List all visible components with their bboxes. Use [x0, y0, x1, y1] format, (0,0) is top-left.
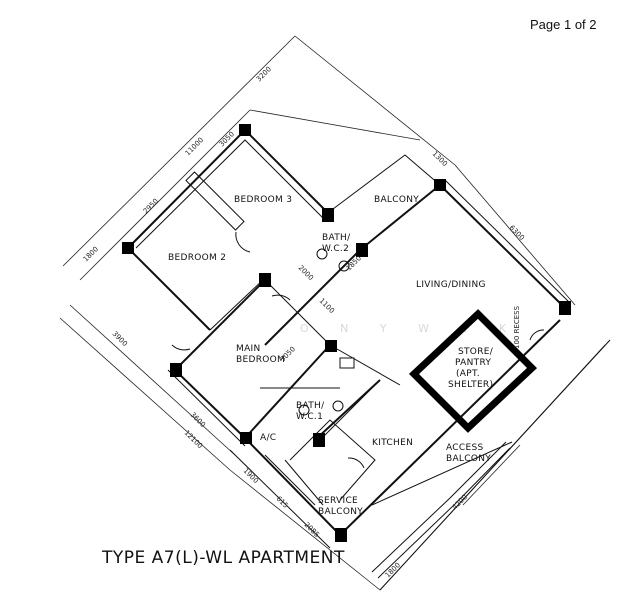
room-label-store-line4: SHELTER) — [448, 380, 493, 390]
room-label-bath-1-line2: W.C.1 — [296, 412, 323, 422]
dim-note-recess: 100 RECESS — [513, 305, 521, 349]
dim-1900: 1900 — [242, 467, 260, 485]
dim-3050-main: 3050 — [279, 345, 297, 363]
room-label-access-balcony-line2: BALCONY — [446, 454, 491, 464]
plan-title: TYPE A7(L)-WL APARTMENT — [102, 548, 345, 568]
room-label-kitchen: KITCHEN — [372, 438, 413, 448]
room-label-access-balcony-line1: ACCESS — [446, 443, 483, 453]
room-label-living-dining: LIVING/DINING — [416, 280, 486, 290]
dim-12100: 12100 — [183, 429, 204, 450]
room-label-balcony: BALCONY — [374, 195, 419, 205]
room-label-bath-2-line2: W.C.2 — [322, 244, 349, 254]
room-label-store-line2: PANTRY — [455, 358, 491, 368]
dim-3900: 3900 — [111, 330, 129, 348]
room-label-bedroom-3: BEDROOM 3 — [234, 195, 292, 205]
dim-3050-top: 3050 — [218, 130, 236, 148]
door-swings — [171, 231, 545, 469]
dim-2000: 2000 — [297, 264, 315, 282]
dim-1100: 1100 — [318, 297, 336, 315]
dim-2950: 2950 — [142, 197, 160, 215]
room-label-bath-1-line1: BATH/ — [296, 401, 325, 411]
dim-6300: 6300 — [508, 224, 526, 242]
room-label-store-line1: STORE/ — [458, 347, 494, 357]
room-label-service-balcony-line2: BALCONY — [318, 507, 363, 517]
room-label-main-bedroom-line1: MAIN — [236, 344, 261, 354]
room-label-store-line3: (APT. — [456, 369, 480, 379]
dim-1800-left: 1800 — [82, 245, 100, 263]
structural-columns — [122, 124, 571, 542]
sanitary-fixtures — [298, 248, 355, 416]
dim-3600: 3600 — [189, 411, 207, 429]
apartment-shelter — [408, 309, 538, 433]
room-label-bedroom-2: BEDROOM 2 — [168, 253, 226, 263]
room-label-main-bedroom-line2: BEDROOM — [236, 355, 285, 365]
dim-11000: 11000 — [184, 136, 205, 157]
dim-3200: 3200 — [255, 65, 273, 83]
page-number-label: Page 1 of 2 — [530, 17, 597, 32]
dimension-lines — [59, 35, 611, 591]
dim-1300: 1300 — [431, 150, 449, 168]
outer-walls — [127, 128, 571, 579]
room-label-service-balcony-line1: SERVICE — [318, 496, 358, 506]
room-label-bath-2-line1: BATH/ — [322, 233, 351, 243]
room-label-ac: A/C — [260, 433, 276, 443]
